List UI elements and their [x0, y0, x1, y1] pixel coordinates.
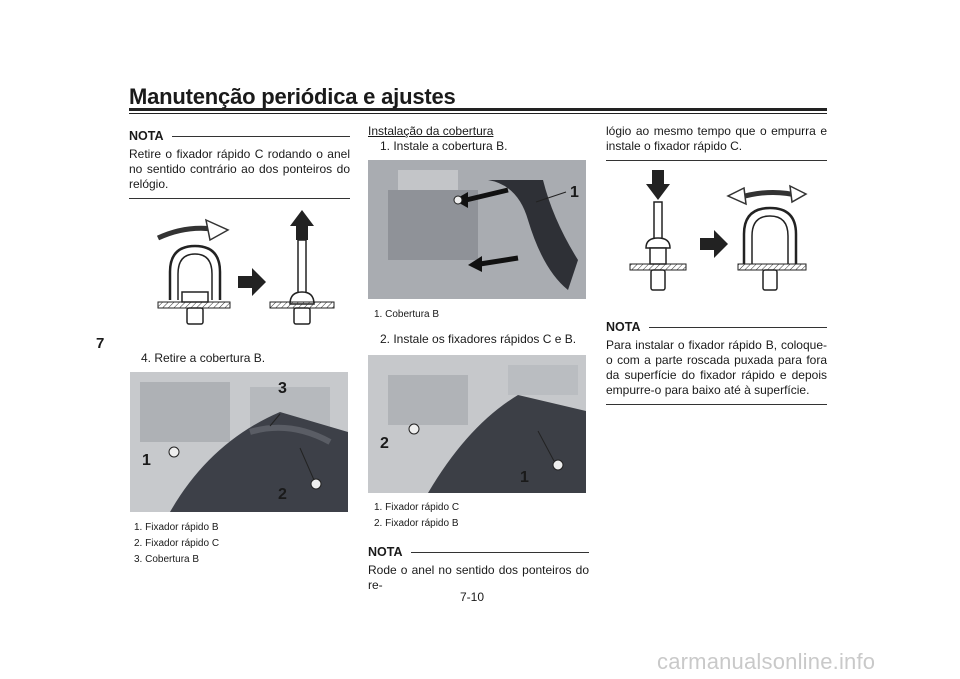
callout-2: 2 [380, 435, 389, 452]
arrow-down-icon [646, 170, 670, 200]
callout-1: 1 [520, 469, 529, 486]
column-1: NOTA Retire o fixador rápido C rodando o… [129, 129, 350, 199]
step-2: 2. Instale os fixadores rápidos C e B. [380, 332, 577, 346]
caption-list-1: 1. Fixador rápido B 2. Fixador rápido C … [134, 520, 344, 568]
nota-text: Retire o fixador rápido C rodando o anel… [129, 147, 350, 191]
caption-item: 3. Cobertura B [134, 554, 200, 565]
caption-item: 2. Fixador rápido C [134, 538, 220, 549]
arrow-right-icon [700, 230, 728, 258]
arrow-up-icon [290, 210, 314, 240]
caption-list-3: 1. Fixador rápido C 2. Fixador rápido B [374, 500, 584, 532]
ring-fastener-icon [168, 244, 222, 300]
nota-text: Rode o anel no sentido dos ponteiros do … [368, 563, 589, 592]
section-title: Instalação da cobertura [368, 124, 494, 138]
caption-photo-2: 1. Cobertura B [374, 309, 440, 320]
continued-text: lógio ao mesmo tempo que o empurra e ins… [606, 124, 827, 153]
nota-end-rule [606, 404, 827, 405]
nota-end-rule [606, 160, 827, 161]
page-title: Manutenção periódica e ajustes [129, 84, 456, 109]
photo-cover-removal: 3 1 2 [130, 372, 348, 512]
nota-label: NOTA [129, 129, 164, 143]
column-2: Instalação da cobertura 1. Instale a cob… [368, 124, 589, 154]
callout-1: 1 [570, 184, 579, 201]
arrow-right-icon [238, 268, 266, 296]
caption-item: 1. Fixador rápido B [134, 522, 219, 533]
step-4: 4. Retire a cobertura B. [141, 351, 266, 365]
fastener-install-diagram [629, 170, 808, 291]
caption-item: 1. Fixador rápido C [374, 502, 460, 513]
nota-block-2: NOTA Rode o anel no sentido dos ponteiro… [368, 545, 589, 593]
callout-3: 3 [278, 380, 287, 397]
watermark: carmanualsonline.info [657, 649, 876, 674]
nota-heading: NOTA [606, 320, 827, 335]
callout-1: 1 [142, 452, 151, 469]
nota-text: Para instalar o fixador rápido B, coloqu… [606, 338, 827, 397]
caption-item: 2. Fixador rápido B [374, 518, 459, 529]
nota-label: NOTA [606, 320, 641, 334]
ring-fastener-icon [742, 206, 798, 264]
fastener-removal-diagram [156, 210, 335, 325]
nota-heading: NOTA [129, 129, 350, 144]
nota-end-rule [129, 198, 350, 199]
page-number: 7-10 [460, 590, 485, 604]
nota-label: NOTA [368, 545, 403, 559]
step-1: 1. Instale a cobertura B. [380, 139, 508, 153]
nota-block-3: NOTA Para instalar o fixador rápido B, c… [606, 320, 827, 405]
title-rule-thick [129, 108, 827, 111]
title-rule-thin [129, 113, 827, 114]
chapter-tab: 7 [96, 335, 105, 352]
column-3: lógio ao mesmo tempo que o empurra e ins… [606, 124, 827, 161]
photo-cover-install: 1 [368, 160, 586, 299]
photo-fastener-install: 2 1 [368, 355, 586, 493]
callout-2: 2 [278, 486, 287, 503]
nota-heading: NOTA [368, 545, 589, 560]
